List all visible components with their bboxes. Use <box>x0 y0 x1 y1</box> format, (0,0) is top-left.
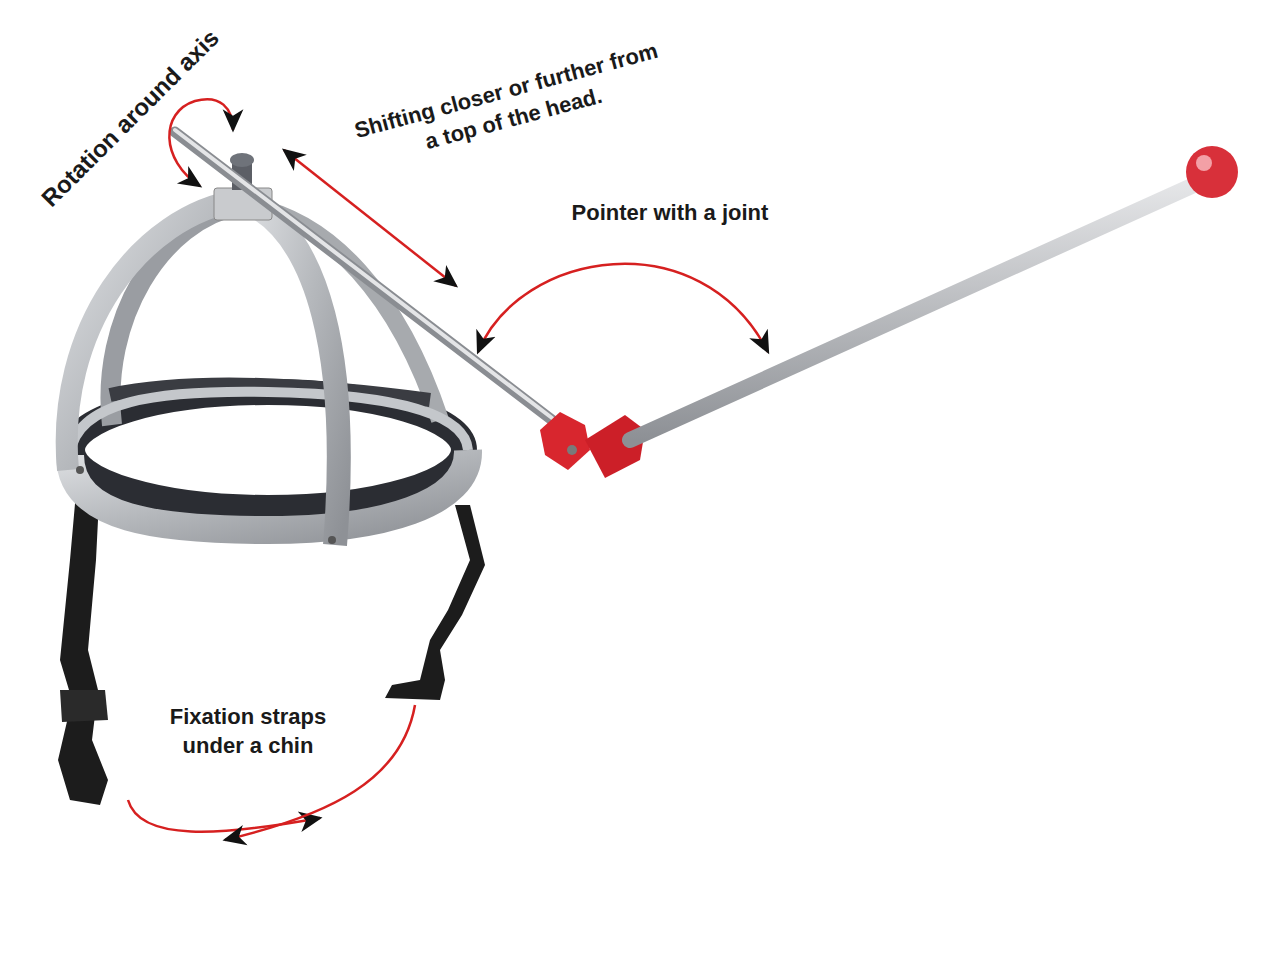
strap-label: Fixation straps under a chin <box>148 703 348 760</box>
strap-label-slot: Fixation straps under a chin <box>148 703 348 760</box>
rotation-arrow <box>169 99 233 186</box>
pointer-label: Pointer with a joint <box>572 199 769 228</box>
strap-arrow <box>128 800 320 832</box>
shift-arrow <box>284 150 456 286</box>
pointer-tip-highlight <box>1196 155 1212 171</box>
headband <box>70 450 468 530</box>
rivet <box>328 536 336 544</box>
joint <box>540 412 590 470</box>
joint <box>585 415 645 478</box>
joint-arrow <box>478 264 768 352</box>
rivet <box>76 466 84 474</box>
pointer-label-slot: Pointer with a joint <box>572 199 769 228</box>
joint-screw <box>567 445 577 455</box>
side-arch <box>67 200 240 470</box>
slide-rod <box>175 130 552 418</box>
headband <box>70 392 468 455</box>
shift-label: Shifting closer or further from a top of… <box>343 35 677 176</box>
chin-strap <box>385 505 485 700</box>
shift-label-slot: Shifting closer or further from a top of… <box>343 35 677 176</box>
pointer-tip <box>1186 146 1238 198</box>
strap-buckle <box>60 690 108 722</box>
axis-knob <box>230 153 254 167</box>
